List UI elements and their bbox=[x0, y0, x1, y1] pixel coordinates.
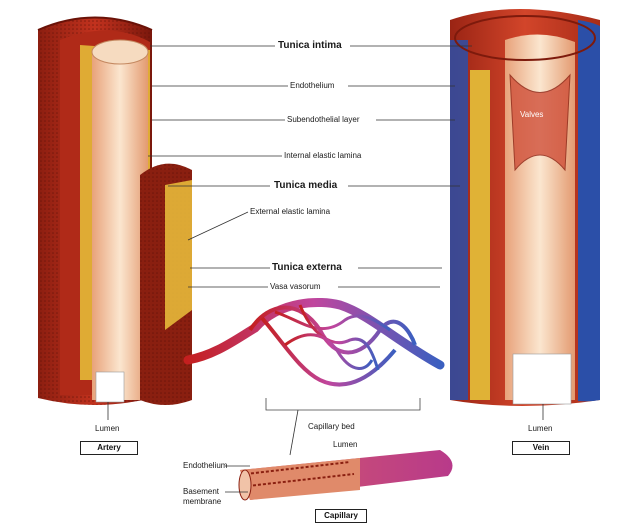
basement-membrane-label-2: membrane bbox=[183, 497, 222, 506]
external-elastic-lamina-label: External elastic lamina bbox=[250, 207, 331, 216]
leader-lines bbox=[107, 45, 544, 493]
tunica-intima-label: Tunica intima bbox=[278, 40, 342, 51]
capillary-caption-box: Capillary bbox=[315, 509, 367, 523]
basement-membrane-label-1: Basement bbox=[183, 487, 220, 496]
vein-caption-box: Vein bbox=[512, 441, 570, 455]
capillary-bed-drawing bbox=[183, 297, 445, 411]
artery-lumen-label: Lumen bbox=[95, 424, 120, 433]
vasa-vasorum-label: Vasa vasorum bbox=[270, 282, 321, 291]
internal-elastic-lamina-label: Internal elastic lamina bbox=[284, 151, 362, 160]
valves-label: Valves bbox=[520, 110, 544, 119]
capillary-endothelium-label: Endothelium bbox=[183, 461, 228, 470]
tunica-media-label: Tunica media bbox=[274, 180, 338, 191]
endothelium-label: Endothelium bbox=[290, 81, 335, 90]
capillary-lumen-label: Lumen bbox=[333, 440, 358, 449]
artery-drawing bbox=[37, 16, 192, 405]
capillary-drawing bbox=[238, 450, 453, 501]
tunica-externa-label: Tunica externa bbox=[272, 262, 342, 273]
capillary-bed-label: Capillary bed bbox=[308, 422, 355, 431]
vein-drawing bbox=[450, 9, 600, 406]
artery-caption-box: Artery bbox=[80, 441, 138, 455]
subendothelial-layer-label: Subendothelial layer bbox=[287, 115, 360, 124]
vein-lumen-label: Lumen bbox=[528, 424, 553, 433]
